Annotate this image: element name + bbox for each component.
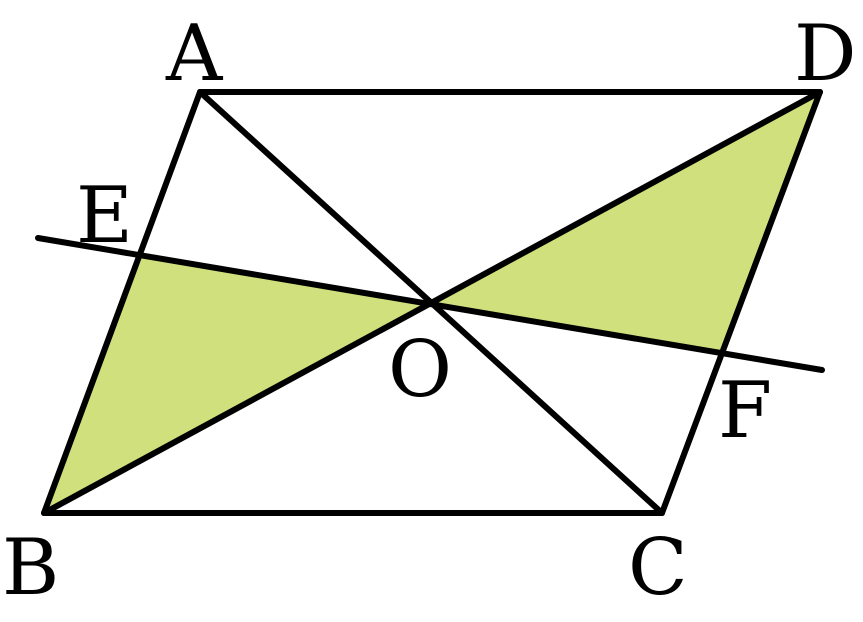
- side-ba: [41, 89, 203, 516]
- label-a: A: [165, 9, 224, 99]
- shaded-triangle-ebo: [44, 257, 430, 513]
- shaded-triangle-dfo: [430, 92, 820, 351]
- label-f: F: [718, 366, 772, 456]
- label-o: O: [388, 325, 452, 415]
- label-c: C: [628, 523, 688, 613]
- label-d: D: [794, 9, 857, 99]
- label-e: E: [76, 171, 133, 261]
- line-ef: [35, 235, 825, 373]
- side-dc: [659, 89, 823, 516]
- label-b: B: [2, 523, 59, 613]
